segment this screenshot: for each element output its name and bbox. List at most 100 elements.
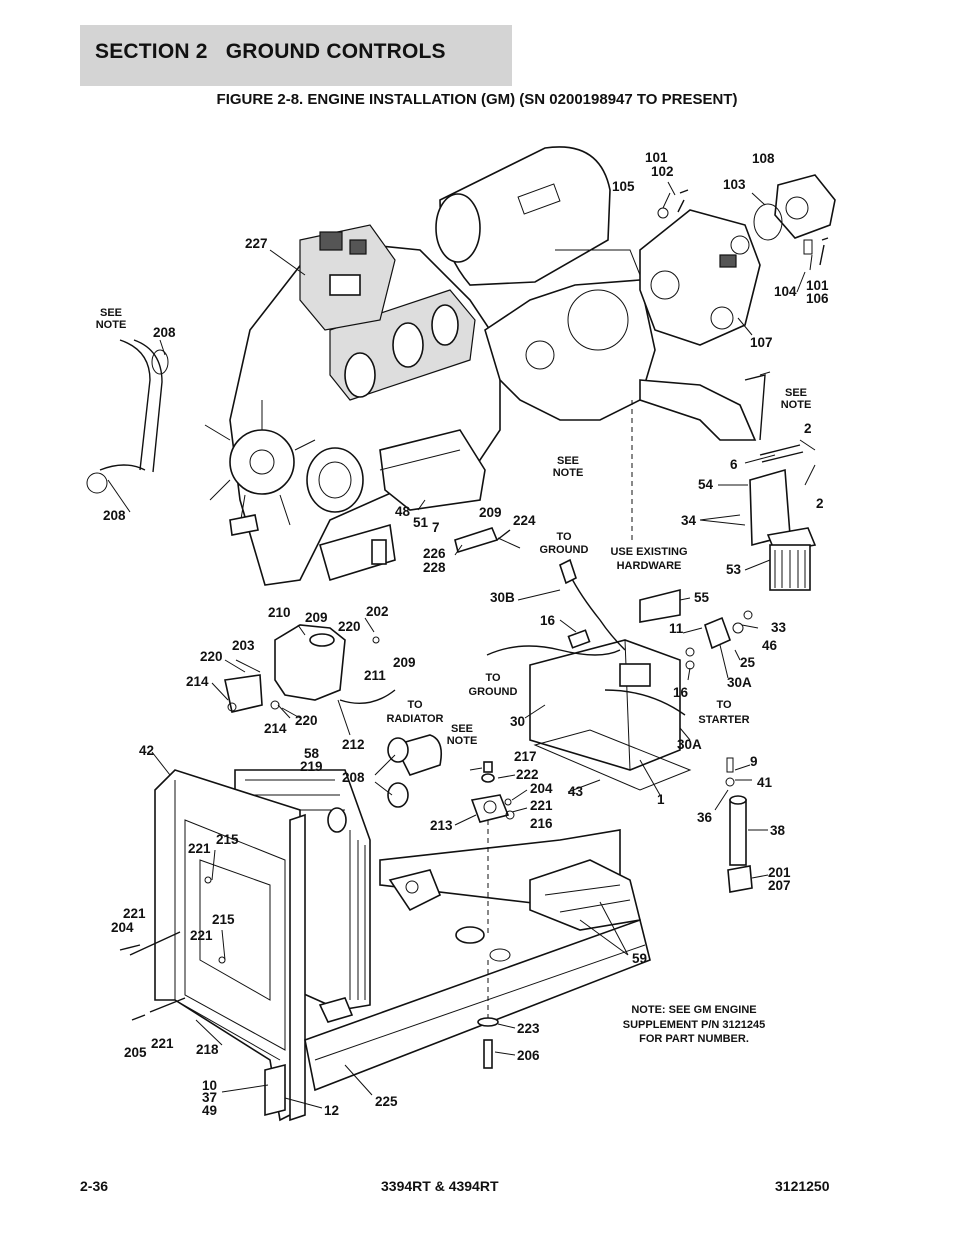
callout-204a: 204 (530, 781, 553, 796)
engine-assembly (204, 146, 656, 586)
callout-101: 101 (645, 150, 668, 165)
callout-51: 51 (413, 515, 429, 530)
callout-101b: 101 (806, 278, 829, 293)
callout-205: 205 (124, 1045, 147, 1060)
callout-38: 38 (770, 823, 786, 838)
callout-55: 55 (694, 590, 710, 605)
callout-215b: 215 (212, 912, 235, 927)
callout-220c: 220 (295, 713, 318, 728)
engine-mount-213 (470, 761, 515, 935)
footer-page-number: 2-36 (80, 1178, 109, 1194)
callout-1: 1 (657, 792, 665, 807)
callout-219: 219 (300, 759, 323, 774)
callout-207: 207 (768, 878, 791, 893)
callout-49: 49 (202, 1103, 217, 1118)
callout-228: 228 (423, 560, 446, 575)
callout-6: 6 (730, 457, 738, 472)
callout-222: 222 (516, 767, 539, 782)
callout-46: 46 (762, 638, 778, 653)
callout-226: 226 (423, 546, 446, 561)
callout-108: 108 (752, 151, 775, 166)
frame-bolts (119, 876, 226, 1021)
callout-leaders (107, 181, 816, 1109)
battery (486, 558, 692, 791)
callout-37: 37 (202, 1090, 217, 1105)
footer-doc-number: 3121250 (775, 1178, 830, 1194)
callout-221e: 221 (151, 1036, 174, 1051)
see-note-pump-2: NOTE (781, 399, 812, 411)
see-note-hose: SEE (451, 723, 473, 735)
callout-30b: 30B (490, 590, 515, 605)
see-note-pump: SEE (785, 387, 807, 399)
to-starter: TO (716, 699, 732, 711)
callout-12: 12 (324, 1103, 339, 1118)
callout-208b: 208 (103, 508, 126, 523)
hydraulic-pump (639, 174, 836, 346)
callout-223: 223 (517, 1021, 540, 1036)
coolant-reservoir (224, 624, 396, 713)
lower-radiator-hose (387, 734, 443, 808)
callout-218: 218 (196, 1042, 219, 1057)
callout-213: 213 (430, 818, 453, 833)
callout-206: 206 (517, 1048, 540, 1063)
callout-105: 105 (612, 179, 635, 194)
to-radiator-2: RADIATOR (386, 713, 443, 725)
pump-support-bracket (631, 371, 771, 540)
callout-41: 41 (757, 775, 773, 790)
callout-220a: 220 (338, 619, 361, 634)
callout-30a-b: 30A (677, 737, 702, 752)
gm-note-line3: FOR PART NUMBER. (639, 1033, 749, 1045)
callout-216: 216 (530, 816, 553, 831)
section-header-band (80, 25, 512, 86)
callout-208a: 208 (153, 325, 176, 340)
callout-42: 42 (139, 743, 154, 758)
callout-106: 106 (806, 291, 829, 306)
callout-227: 227 (245, 236, 268, 251)
callout-2b: 2 (816, 496, 824, 511)
footer-model: 3394RT & 4394RT (381, 1178, 499, 1194)
see-note-hose-2: NOTE (447, 735, 478, 747)
to-ground-lower-2: GROUND (469, 686, 518, 698)
to-ground-lower: TO (485, 672, 501, 684)
callout-214a: 214 (186, 674, 209, 689)
callout-217: 217 (514, 749, 537, 764)
radiator-frame (154, 769, 306, 1122)
upper-radiator-hose (86, 339, 169, 494)
callout-221c: 221 (123, 906, 146, 921)
to-radiator: TO (407, 699, 423, 711)
callout-11: 11 (669, 621, 684, 636)
use-existing-hardware-2: HARDWARE (617, 560, 682, 572)
callout-labels: 101 102 105 108 103 104 101 106 107 227 … (103, 150, 829, 1118)
note-labels: SEE NOTE SEE NOTE SEE NOTE SEE NOTE TO G… (96, 307, 812, 1045)
callout-220b: 220 (200, 649, 223, 664)
callout-53: 53 (726, 562, 742, 577)
callout-209a: 209 (479, 505, 502, 520)
callout-221b: 221 (188, 841, 211, 856)
fuel-filter (749, 444, 817, 591)
callout-43: 43 (568, 784, 584, 799)
callout-210: 210 (268, 605, 291, 620)
gm-note-line2: SUPPLEMENT P/N 3121245 (623, 1019, 765, 1031)
to-starter-2: STARTER (698, 714, 749, 726)
callout-202: 202 (366, 604, 389, 619)
stabilizer-38 (725, 757, 753, 893)
callout-30a: 30A (727, 675, 752, 690)
callout-221a: 221 (530, 798, 553, 813)
callout-211: 211 (364, 668, 386, 683)
callout-215a: 215 (216, 832, 239, 847)
section-title: SECTION 2 GROUND CONTROLS (95, 40, 446, 63)
callout-209c: 209 (393, 655, 416, 670)
callout-33: 33 (771, 620, 787, 635)
callout-209b: 209 (305, 610, 328, 625)
callout-103: 103 (723, 177, 746, 192)
callout-16b: 16 (673, 685, 689, 700)
callout-104: 104 (774, 284, 797, 299)
to-ground-upper: TO (556, 531, 572, 543)
callout-107: 107 (750, 335, 773, 350)
callout-59: 59 (632, 951, 647, 966)
callout-10: 10 (202, 1078, 217, 1093)
see-note-left-2: NOTE (96, 319, 127, 331)
callout-36: 36 (697, 810, 713, 825)
callout-208c: 208 (342, 770, 365, 785)
